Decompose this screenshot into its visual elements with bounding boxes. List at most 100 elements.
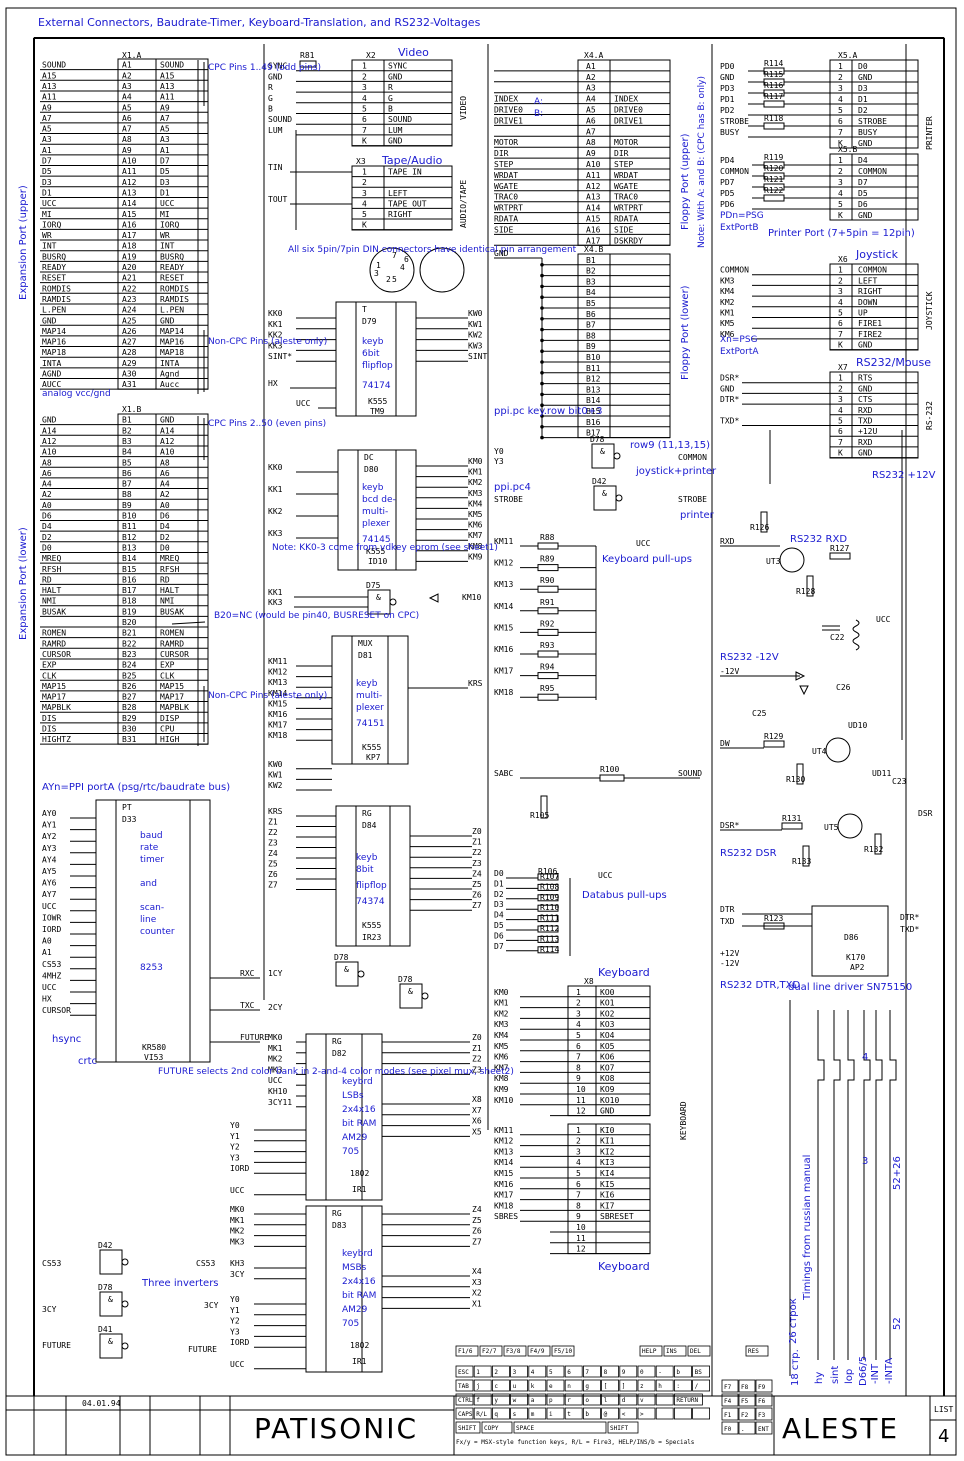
d79-in: SINT* — [268, 352, 292, 361]
d82-label: AM29 — [342, 1133, 368, 1143]
x4a-signal: DRIVE1 — [494, 116, 523, 125]
row1-key-label: 3 — [513, 1369, 517, 1376]
numpad-key-label: F6 — [758, 1398, 766, 1405]
d33-label: and — [140, 879, 157, 889]
x1b-pin: B26 — [122, 682, 137, 691]
x4a-pin: A2 — [586, 73, 596, 82]
row4-key — [546, 1407, 565, 1420]
note-timings: Timings from russian manual — [802, 1155, 813, 1301]
row2-key — [546, 1379, 565, 1392]
note-cpc-a: CPC Pins 1..49 (odd pins) — [208, 63, 321, 73]
tape-side: AUDIO/TAPE — [459, 180, 468, 228]
x1b-signal: NMI — [42, 597, 57, 606]
x5a-name: D0 — [858, 62, 868, 71]
x1a-name: L.PEN — [160, 306, 184, 315]
d81-ref: D81 — [358, 651, 373, 660]
x8a-pin: 4 — [576, 1020, 581, 1029]
x1a-signal: RESET — [42, 274, 66, 283]
x8b-pin: 12 — [576, 1245, 586, 1254]
d79-in: KK2 — [268, 331, 283, 340]
d83-in: MK2 — [230, 1227, 245, 1236]
x4a-pin: A12 — [586, 182, 601, 191]
x8b-pin: 1 — [576, 1126, 581, 1135]
d80-in: KK1 — [268, 485, 283, 494]
x1b-pin: B12 — [122, 533, 137, 542]
din-pin: 4 — [400, 263, 405, 272]
row1-key — [455, 1365, 474, 1378]
d83-label: keybrd — [342, 1249, 373, 1259]
x4a-name: TRAC0 — [614, 193, 638, 202]
gate-ref: D78 — [590, 435, 605, 444]
x1b-pin: B13 — [122, 543, 137, 552]
gate-2cy: 2CY — [268, 1003, 283, 1012]
d84-p1: K555 — [362, 921, 381, 930]
x1a-signal: D3 — [42, 178, 52, 187]
resistor-label: R130 — [786, 775, 805, 784]
transistor-icon — [779, 547, 805, 573]
x5b-pin: 3 — [838, 178, 843, 187]
din-pin: 1 — [376, 261, 381, 270]
x1b-pin: B19 — [122, 607, 137, 616]
x1b-signal: GND — [42, 416, 57, 425]
tape-pin-name: LEFT — [388, 189, 407, 198]
data-pullup-signal: D2 — [494, 890, 504, 899]
x8a-signal: KM10 — [494, 1096, 513, 1105]
x1a-pin: A19 — [122, 252, 137, 261]
video-pin-name: SOUND — [388, 115, 412, 124]
x6-pin: 4 — [838, 298, 843, 307]
row4-key-label: i — [549, 1411, 553, 1418]
d33-label: line — [140, 915, 157, 925]
d82-type: RG — [332, 1037, 342, 1046]
row1-key — [564, 1365, 583, 1378]
d81-out: KRS — [468, 679, 483, 688]
x4b-ref: X4.B — [584, 245, 603, 254]
x4b-pin: B5 — [586, 299, 596, 308]
note-analog: analog vcc/gnd — [42, 389, 111, 399]
row2-key — [510, 1379, 529, 1392]
x1b-pin: B14 — [122, 554, 137, 563]
x1b-pin: B8 — [122, 490, 132, 499]
resistor-label: R129 — [764, 732, 783, 741]
logic-chips: TD79keyb6bitflipflop74174K555TM9KK0KK1KK… — [42, 301, 707, 1373]
x8a-name: KO1 — [600, 999, 615, 1008]
x6-pin: 7 — [838, 330, 843, 339]
numpad-key — [755, 1379, 773, 1393]
d81-in: KM13 — [268, 678, 287, 687]
d80-in: KK0 — [268, 463, 283, 472]
d83-addr: UCC — [230, 1360, 245, 1369]
transistor-label: UT5 — [824, 823, 839, 832]
x1b-pin: B3 — [122, 437, 132, 446]
x8b-name: KI0 — [600, 1126, 615, 1135]
kbd-pullup-resistor — [537, 693, 559, 701]
x8b-signal: SBRES — [494, 1212, 518, 1221]
resistor-icon — [829, 552, 851, 560]
x8b-signal: KM17 — [494, 1191, 513, 1200]
c26-label: C26 — [836, 683, 851, 692]
d84-out: Z2 — [472, 848, 482, 857]
d84-out: Z3 — [472, 859, 482, 868]
x7-name: CTS — [858, 395, 873, 404]
row2-key — [674, 1379, 692, 1392]
x1b-name: RD — [160, 575, 170, 584]
data-pullup-ref: R109 — [540, 893, 559, 902]
x1b-pin: B24 — [122, 661, 137, 670]
d82-in: KH10 — [268, 1087, 287, 1096]
x4a-pin: A14 — [586, 204, 601, 213]
x5a-resistor — [763, 122, 785, 130]
r106-label: R106 — [538, 867, 557, 876]
row3-key-label: d — [622, 1397, 626, 1404]
x1a-signal: D5 — [42, 167, 52, 176]
x8a-signal: KM6 — [494, 1053, 509, 1062]
x1a-signal: AGND — [42, 370, 61, 379]
d86-part2: AP2 — [850, 963, 865, 972]
numpad-key-label: ENT — [758, 1426, 769, 1433]
x8b-signal: KM16 — [494, 1180, 513, 1189]
numpad-key — [738, 1421, 756, 1435]
x4b-pin: B12 — [586, 375, 601, 384]
x8b-pin: 4 — [576, 1158, 581, 1167]
tb-product: ALESTE — [782, 1412, 899, 1445]
note-noncpc-b: Non-CPC Pins (aleste only) — [208, 691, 327, 701]
x1b-signal: HALT — [42, 586, 61, 595]
x8b-pin: 2 — [576, 1137, 581, 1146]
sound-label: SOUND — [678, 769, 702, 778]
